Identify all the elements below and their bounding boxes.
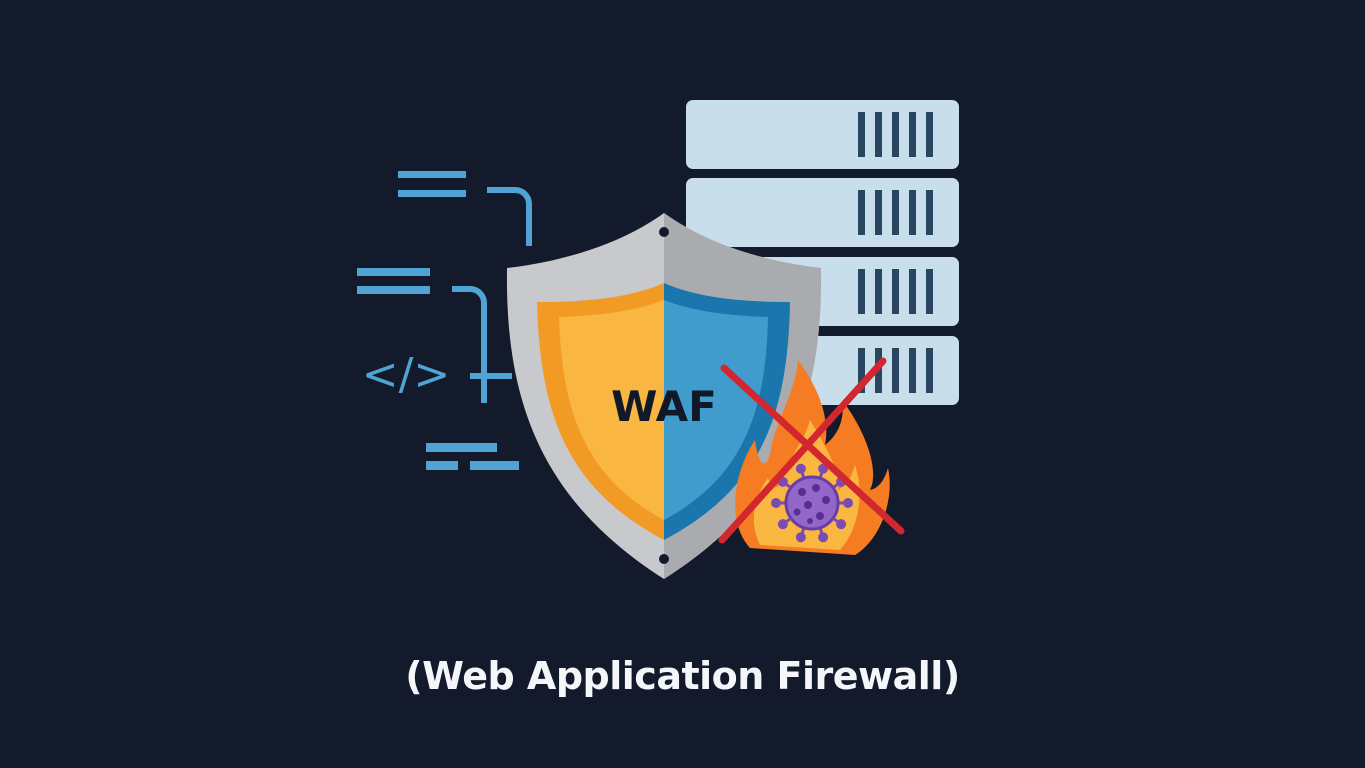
virus-spike-tip [836, 519, 847, 530]
vent-bar [926, 112, 933, 157]
vent-bar [892, 348, 899, 393]
vent-bar [909, 348, 916, 393]
virus-spike-tip [771, 498, 781, 508]
vent-bar [909, 190, 916, 235]
blocked-x-icon [718, 357, 905, 544]
vent-bar [909, 269, 916, 314]
shield-label: WAF [611, 382, 717, 431]
vent-bar [892, 190, 899, 235]
virus-spike-tip [818, 463, 829, 474]
virus-spike-tip [818, 532, 829, 543]
vent-bar [892, 112, 899, 157]
vent-bar [926, 348, 933, 393]
code-symbol: </> [362, 349, 451, 400]
code-icon: </> [357, 171, 532, 470]
virus-spike-tip [795, 463, 806, 474]
virus-spike-tip [795, 532, 806, 543]
vent-bar [909, 112, 916, 157]
vent-bar [875, 269, 882, 314]
server-unit [686, 100, 959, 169]
vent-bar [858, 190, 865, 235]
vent-bar [858, 348, 865, 393]
vent-bar [858, 112, 865, 157]
vent-bar [926, 190, 933, 235]
virus-spike-tip [777, 476, 788, 487]
vent-bar [892, 269, 899, 314]
caption: (Web Application Firewall) [405, 654, 960, 698]
vent-bar [875, 112, 882, 157]
vent-bar [926, 269, 933, 314]
vent-bar [875, 190, 882, 235]
virus-icon [771, 463, 853, 543]
server-unit [686, 178, 959, 247]
virus-spike-tip [777, 519, 788, 530]
virus-spike-tip [843, 498, 853, 508]
vent-bar [858, 269, 865, 314]
